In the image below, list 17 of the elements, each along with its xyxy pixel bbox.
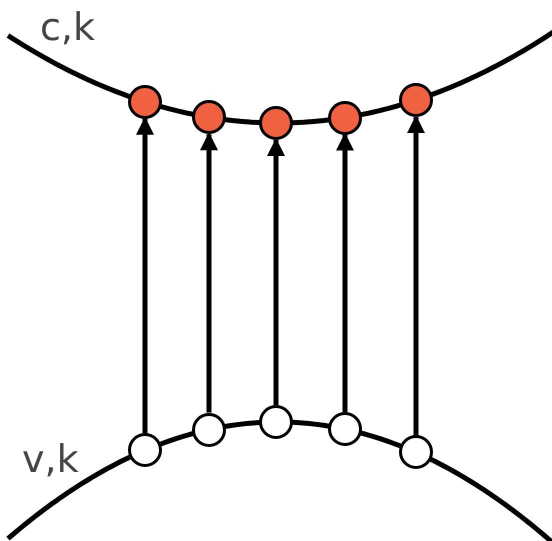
valence-state-circle (259, 405, 293, 439)
arrow (336, 132, 354, 412)
band-label: v,k (22, 440, 79, 478)
arrow (407, 115, 425, 436)
conduction-state-circle (259, 106, 293, 140)
valence-state-circle (328, 412, 362, 446)
valence-state-circle (192, 412, 226, 447)
arrow (136, 116, 154, 434)
conduction-state-circle (128, 84, 162, 119)
arrow (267, 138, 285, 405)
valence-state-circle (128, 433, 162, 468)
conduction-state-circle (328, 100, 362, 135)
conduction-state-circle (192, 100, 226, 134)
valence-state-circle (399, 435, 433, 470)
band-label: c,k (40, 8, 95, 46)
conduction-state-circle (399, 83, 433, 118)
arrow (200, 132, 218, 413)
